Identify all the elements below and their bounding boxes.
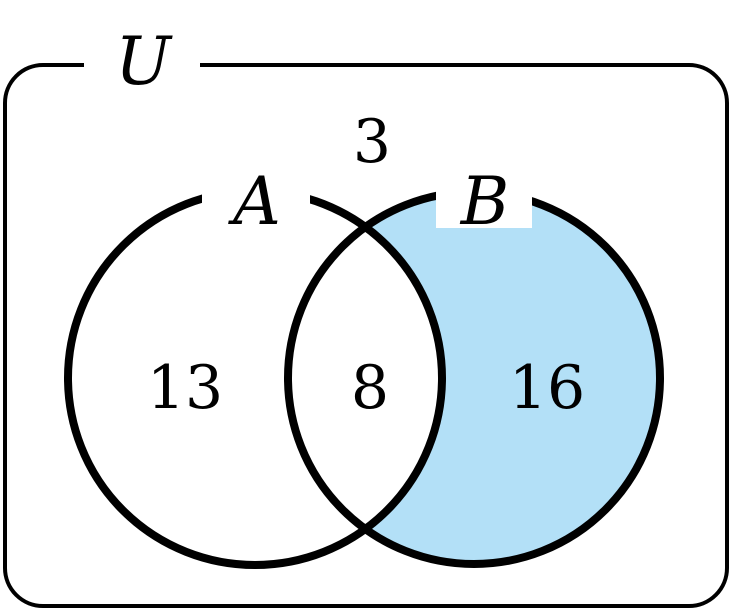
set-a-label: A <box>227 163 281 240</box>
universe-label-gap <box>84 55 200 75</box>
count-outside: 3 <box>353 107 391 177</box>
shaded-region-b-only <box>288 192 660 564</box>
set-b-label: B <box>460 163 510 240</box>
universe-label: U <box>115 23 173 100</box>
count-a-and-b: 8 <box>351 353 389 423</box>
set-b-label-gap <box>436 182 532 228</box>
set-a-label-gap <box>202 182 310 228</box>
universe-rectangle <box>3 63 729 608</box>
count-b-only: 16 <box>509 353 585 423</box>
count-a-only: 13 <box>147 353 223 423</box>
